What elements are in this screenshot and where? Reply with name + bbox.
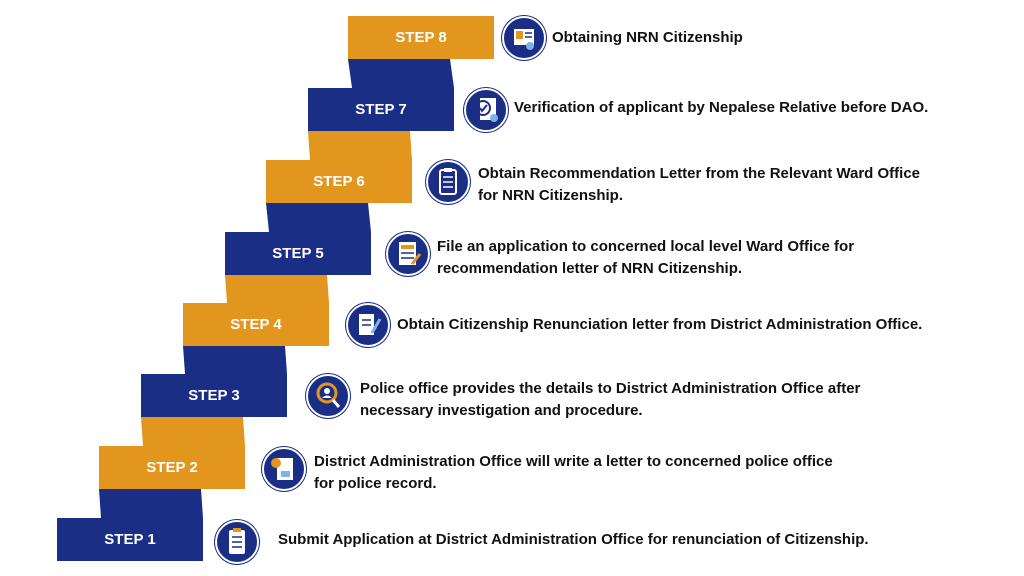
- step-description-line: Submit Application at District Administr…: [278, 531, 869, 548]
- step-description-line: Obtain Citizenship Renunciation letter f…: [397, 316, 923, 333]
- step-description-line: Police office provides the details to Di…: [360, 380, 861, 397]
- step-description: Verification of applicant by Nepalese Re…: [514, 97, 928, 119]
- step-description-line: Obtaining NRN Citizenship: [552, 29, 743, 46]
- step-label: STEP 3: [188, 387, 240, 404]
- step-label: STEP 1: [104, 531, 156, 548]
- stair-connector: [308, 131, 412, 160]
- letter-document-icon: [262, 447, 306, 491]
- step-description: Obtain Recommendation Letter from the Re…: [478, 163, 920, 207]
- step-label: STEP 6: [313, 173, 365, 190]
- clipboard-list-icon: [426, 160, 470, 204]
- step-box: [225, 232, 371, 275]
- step-box: [99, 446, 245, 489]
- checklist-clipboard-icon: [215, 520, 259, 564]
- step-label: STEP 7: [355, 101, 407, 118]
- step-label: STEP 4: [230, 316, 282, 333]
- step-description-line: for police record.: [314, 475, 437, 492]
- citizenship-card-icon: [502, 16, 546, 60]
- step-description-line: recommendation letter of NRN Citizenship…: [437, 260, 743, 277]
- step-box: [57, 518, 203, 561]
- step-description: District Administration Office will writ…: [314, 451, 833, 495]
- step-label: STEP 8: [395, 29, 447, 46]
- step-description-line: Verification of applicant by Nepalese Re…: [514, 99, 929, 116]
- step-description-line: for NRN Citizenship.: [478, 187, 623, 204]
- step-box: [141, 374, 287, 417]
- stair-connector: [141, 417, 245, 446]
- step-label: STEP 5: [272, 245, 324, 262]
- step-box: [183, 303, 329, 346]
- magnifier-person-icon: [306, 374, 350, 418]
- application-form-icon: [386, 232, 430, 276]
- step-box: [308, 88, 454, 131]
- step-label: STEP 2: [146, 459, 198, 476]
- stair-connector: [348, 59, 454, 88]
- step-description: Police office provides the details to Di…: [360, 378, 860, 422]
- step-description: Submit Application at District Administr…: [278, 529, 869, 551]
- step-description-line: Obtain Recommendation Letter from the Re…: [478, 165, 921, 182]
- step-box: [266, 160, 412, 203]
- step-description-line: File an application to concerned local l…: [437, 238, 855, 255]
- verification-checklist-icon: [464, 88, 508, 132]
- stair-connector: [99, 489, 203, 518]
- step-description: File an application to concerned local l…: [437, 236, 854, 280]
- step-description-line: necessary investigation and procedure.: [360, 402, 643, 419]
- step-description-line: District Administration Office will writ…: [314, 453, 833, 470]
- stair-connector: [266, 203, 371, 232]
- step-description: Obtaining NRN Citizenship: [552, 27, 743, 49]
- document-pen-icon: [346, 303, 390, 347]
- stair-connector: [225, 275, 329, 303]
- step-box: [348, 16, 494, 59]
- step-description: Obtain Citizenship Renunciation letter f…: [397, 314, 922, 336]
- stair-connector: [183, 346, 287, 374]
